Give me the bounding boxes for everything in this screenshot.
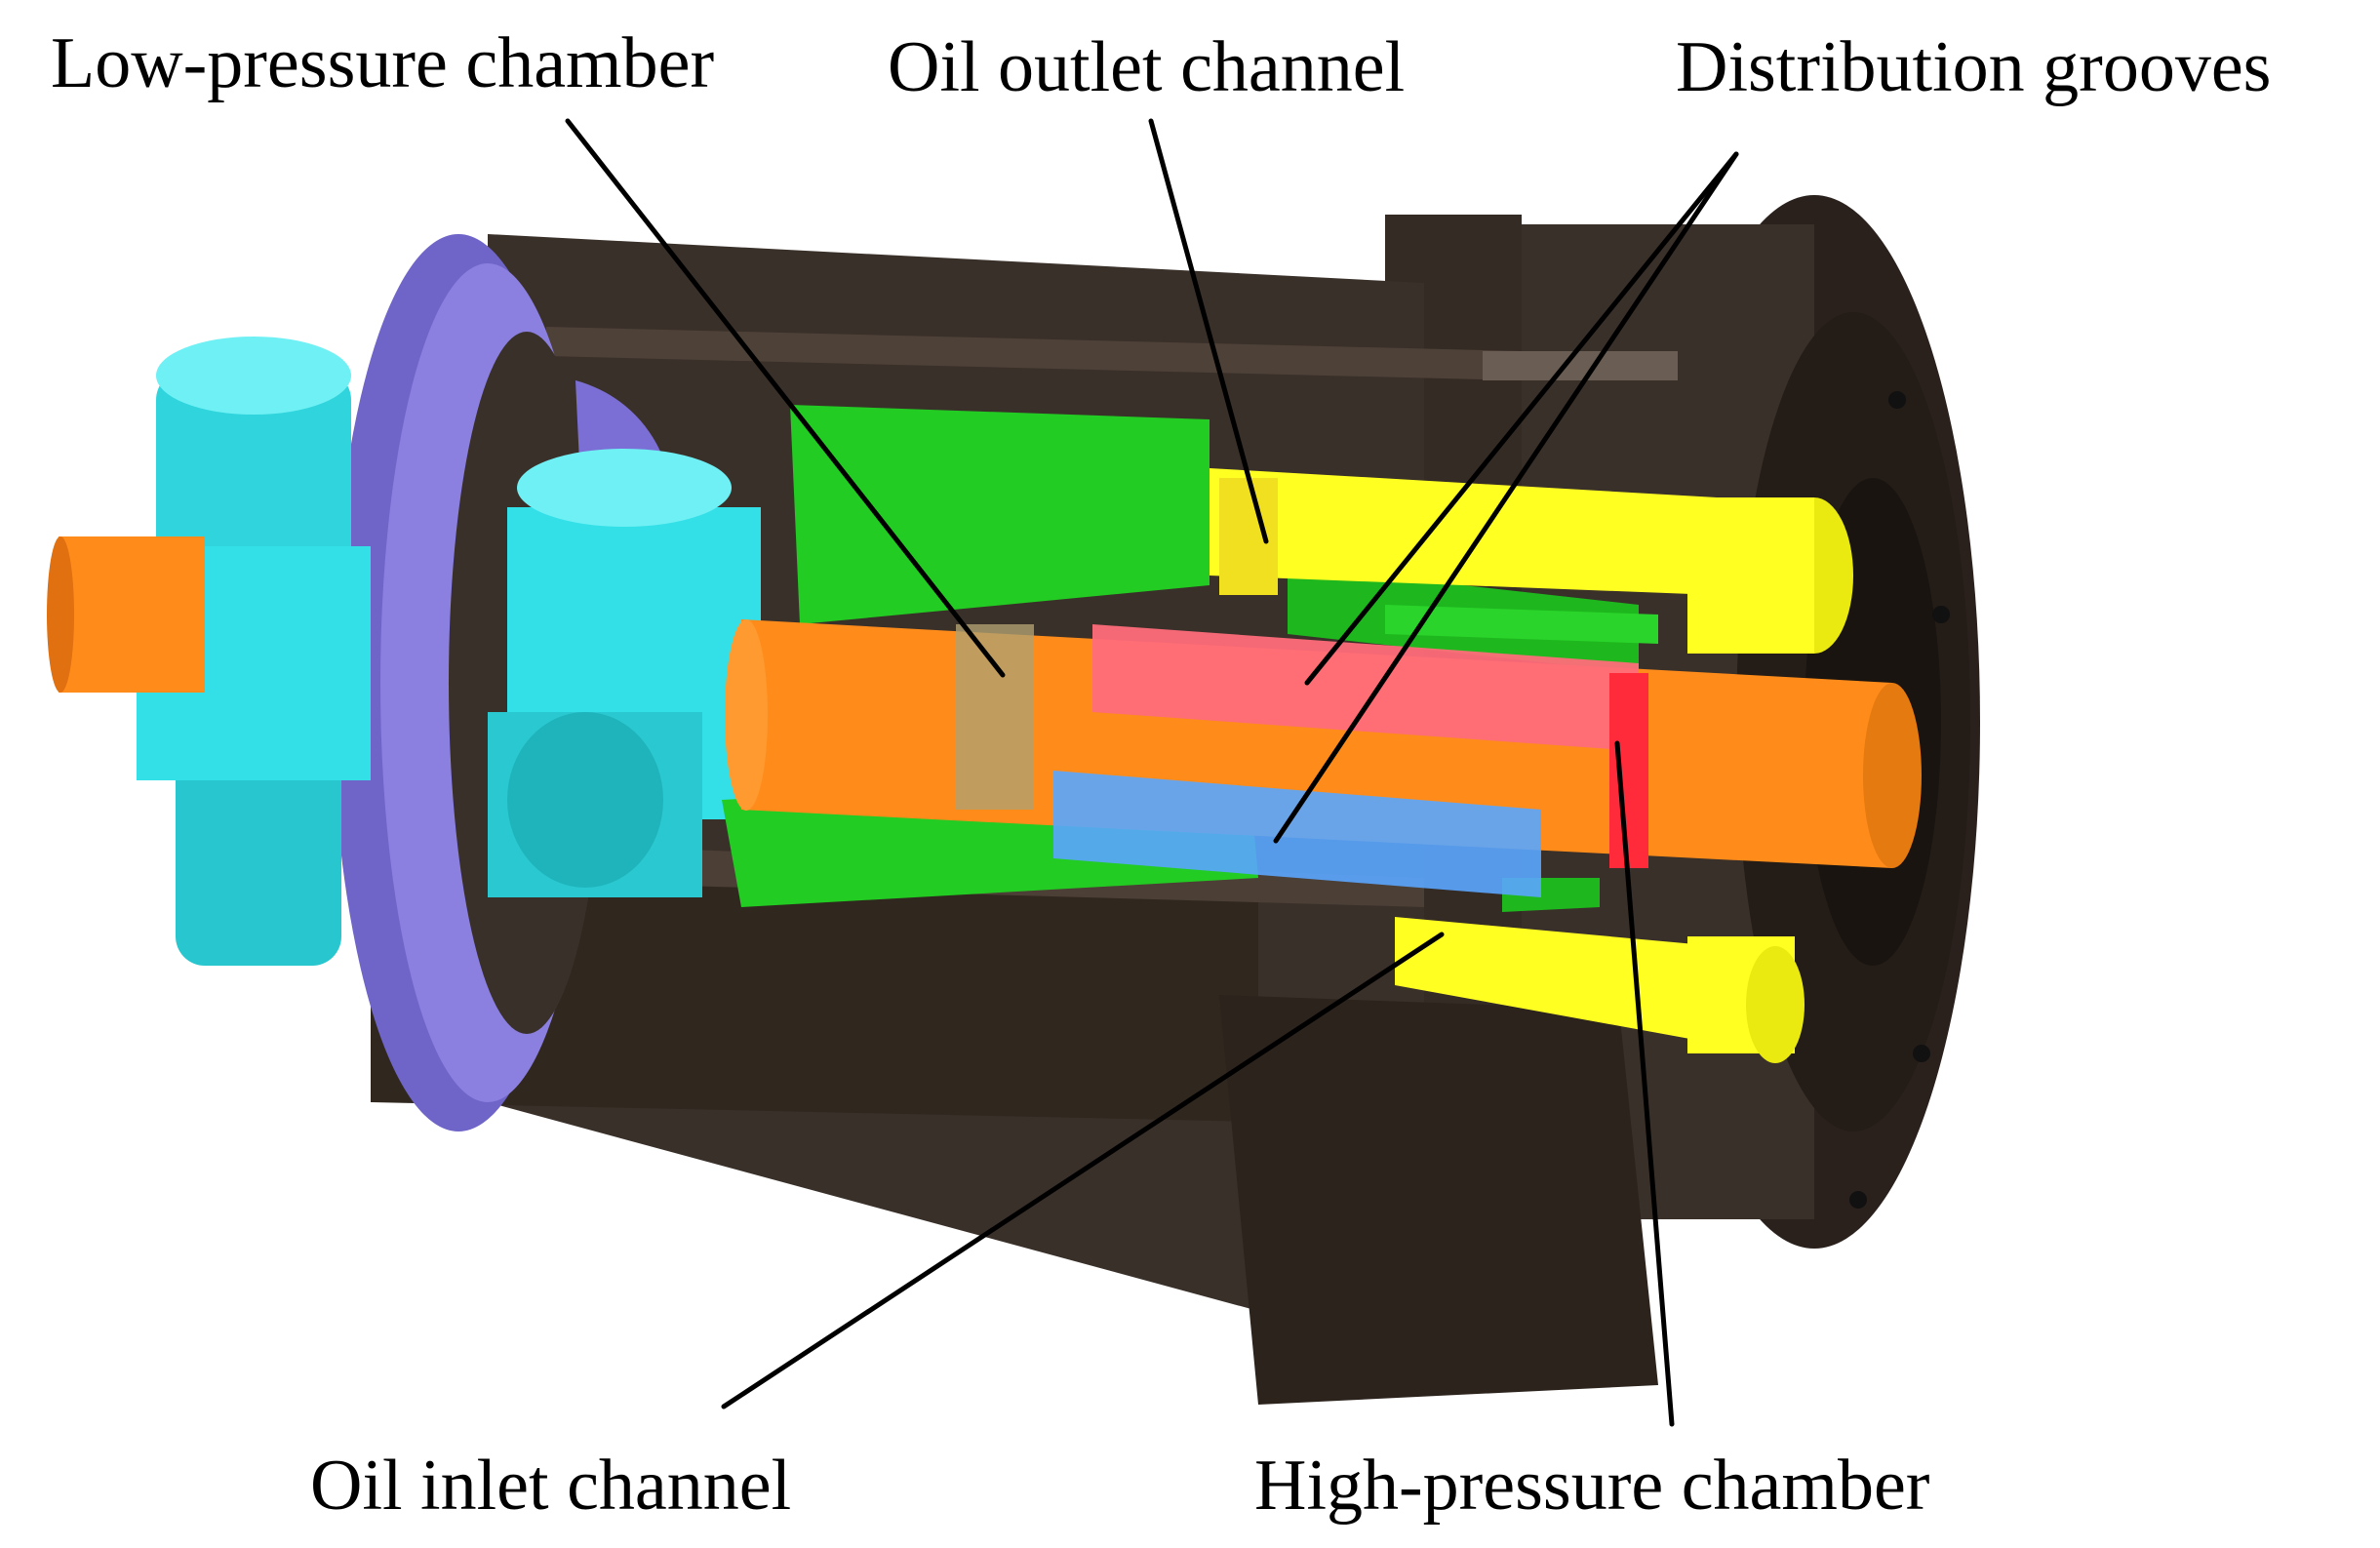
label-low-pressure-chamber: Low-pressure chamber [51, 23, 715, 103]
shaft-left-stub [47, 536, 205, 693]
leader-lines [565, 118, 1739, 1427]
plunger-lower [1395, 917, 1805, 1063]
label-oil-outlet-channel: Oil outlet channel [888, 27, 1406, 107]
leader-high-pressure-chamber [1614, 740, 1675, 1427]
leader-distribution-grooves-upper [1304, 151, 1739, 686]
label-distribution-grooves: Distribution grooves [1676, 27, 2272, 107]
plunger-upper [1210, 468, 1853, 654]
leader-low-pressure-chamber [565, 118, 1006, 678]
label-oil-inlet-channel: Oil inlet channel [310, 1446, 792, 1526]
label-high-pressure-chamber: High-pressure chamber [1254, 1446, 1930, 1526]
input-coupling [137, 337, 761, 966]
leader-oil-inlet-channel [721, 932, 1445, 1409]
leader-distribution-grooves-lower [1273, 151, 1739, 844]
leader-oil-outlet-channel [1148, 118, 1269, 544]
distribution-grooves-shapes [1053, 624, 1648, 897]
